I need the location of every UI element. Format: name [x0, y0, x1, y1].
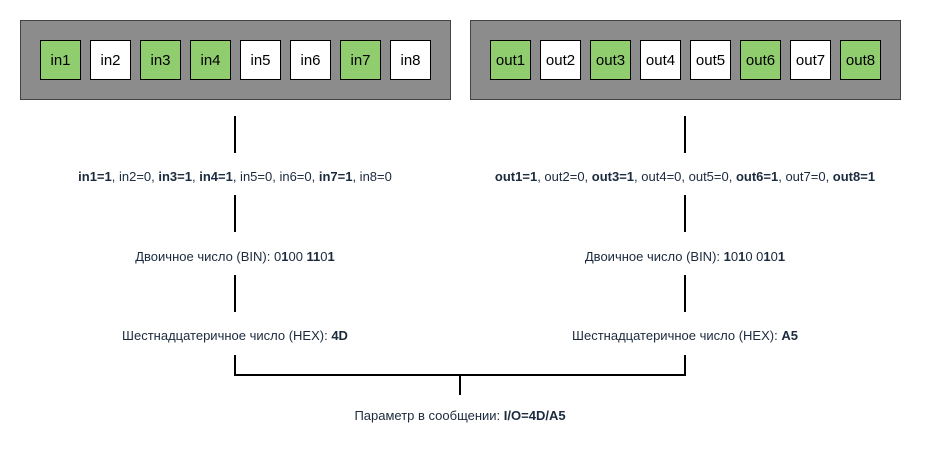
output-states-text: out1=1, out2=0, out3=1, out4=0, out5=0, …: [495, 169, 875, 184]
text-part: Двоичное число (BIN):: [135, 249, 274, 264]
bracket-line: [234, 374, 686, 376]
text-part: out8=1: [832, 169, 876, 184]
text-part: , in5=0, in6=0,: [232, 169, 319, 184]
connector-line: [684, 195, 686, 232]
text-part: out1=1: [494, 169, 538, 184]
output-cell-4: out4: [640, 40, 681, 80]
text-part: 4D: [331, 328, 348, 343]
input-binary-text: Двоичное число (BIN): 0100 1101: [135, 249, 335, 264]
connector-line: [234, 275, 236, 312]
input-cell-8: in8: [390, 40, 431, 80]
text-part: Параметр в сообщении:: [354, 408, 504, 423]
connector-line: [684, 355, 686, 376]
text-part: , in8=0: [352, 169, 392, 184]
output-cell-6: out6: [740, 40, 781, 80]
input-cell-7: in7: [340, 40, 381, 80]
input-cell-3: in3: [140, 40, 181, 80]
connector-line: [234, 116, 236, 153]
input-cell-2: in2: [90, 40, 131, 80]
text-part: 1: [281, 249, 289, 264]
output-cell-3: out3: [590, 40, 631, 80]
output-cell-2: out2: [540, 40, 581, 80]
text-part: Шестнадцатеричное число (HEX):: [572, 328, 782, 343]
text-part: , out7=0,: [778, 169, 833, 184]
text-part: 1: [763, 249, 771, 264]
text-part: in1=1: [78, 169, 112, 184]
text-part: 1: [327, 249, 335, 264]
text-part: 0: [770, 249, 778, 264]
connector-line: [234, 355, 236, 376]
output-cell-1: out1: [490, 40, 531, 80]
text-part: 1: [723, 249, 731, 264]
text-part: , out2=0,: [537, 169, 592, 184]
text-part: Шестнадцатеричное число (HEX):: [122, 328, 332, 343]
output-cell-8: out8: [840, 40, 881, 80]
text-part: out3=1: [591, 169, 635, 184]
text-part: in3=1: [158, 169, 192, 184]
text-part: ,: [191, 169, 200, 184]
text-part: 0: [320, 249, 328, 264]
output-cell-5: out5: [690, 40, 731, 80]
text-part: I/O=4D/A5: [503, 408, 566, 423]
input-hex-text: Шестнадцатеричное число (HEX): 4D: [122, 328, 348, 343]
input-cell-1: in1: [40, 40, 81, 80]
output-binary-text: Двоичное число (BIN): 1010 0101: [585, 249, 785, 264]
text-part: 1: [777, 249, 786, 264]
output-cell-7: out7: [790, 40, 831, 80]
input-cell-5: in5: [240, 40, 281, 80]
text-part: 00: [288, 249, 307, 264]
connector-line: [459, 376, 461, 395]
connector-line: [684, 116, 686, 153]
text-part: , in2=0,: [111, 169, 159, 184]
connector-line: [234, 195, 236, 232]
output-hex-text: Шестнадцатеричное число (HEX): A5: [572, 328, 798, 343]
text-part: out6=1: [735, 169, 779, 184]
text-part: , out4=0, out5=0,: [634, 169, 736, 184]
input-cell-6: in6: [290, 40, 331, 80]
input-cell-4: in4: [190, 40, 231, 80]
text-part: 0 0: [745, 249, 764, 264]
text-part: A5: [781, 328, 798, 343]
text-part: Двоичное число (BIN):: [584, 249, 724, 264]
connector-line: [684, 275, 686, 312]
text-part: 11: [306, 249, 321, 264]
text-part: in4=1: [199, 169, 233, 184]
text-part: 1: [738, 249, 746, 264]
text-part: in7=1: [318, 169, 353, 184]
text-part: 0: [730, 249, 739, 264]
message-parameter-text: Параметр в сообщении: I/O=4D/A5: [354, 408, 565, 423]
input-states-text: in1=1, in2=0, in3=1, in4=1, in5=0, in6=0…: [78, 169, 392, 184]
text-part: 0: [273, 249, 282, 264]
